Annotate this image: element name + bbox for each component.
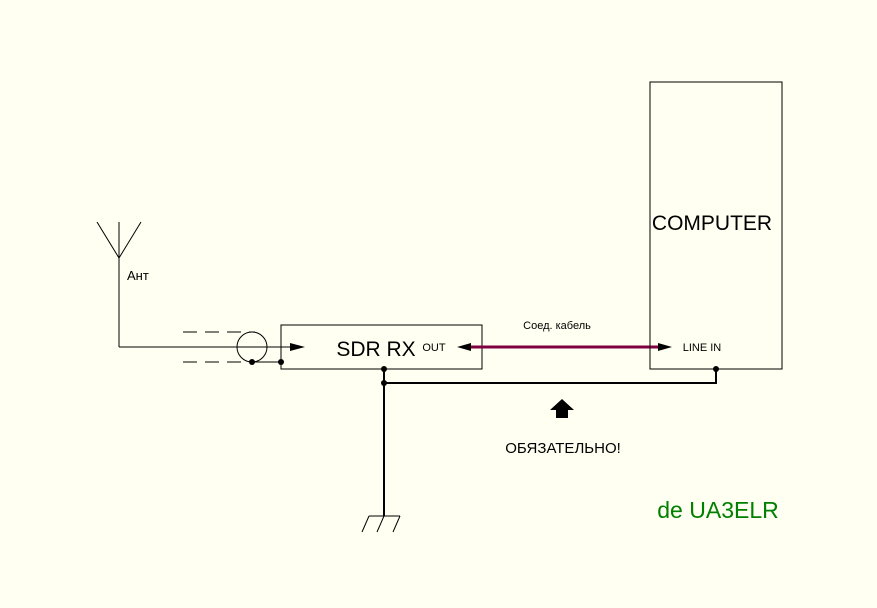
out-arrow-icon [457,343,471,351]
cable-label: Соед. кабель [523,320,591,332]
computer-label: COMPUTER [652,212,772,235]
junction-dot [249,359,255,365]
mandatory-label: ОБЯЗАТЕЛЬНО! [505,440,621,457]
sdr-rx-label: SDR RX [336,338,415,361]
arrow-up-icon [550,399,574,418]
author-signature: de UA3ELR [657,497,778,523]
antenna-label: Ант [127,268,149,283]
input-arrow-icon [290,343,305,351]
antenna-symbol [96,221,292,348]
line-in-arrow-icon [658,343,672,351]
junction-dot [381,380,387,386]
ground-wire [383,369,717,516]
ground-icon [361,515,401,533]
out-label: OUT [422,342,446,354]
junction-dot [713,366,719,372]
junction-dot [381,366,387,372]
line-in-label: LINE IN [683,342,722,354]
